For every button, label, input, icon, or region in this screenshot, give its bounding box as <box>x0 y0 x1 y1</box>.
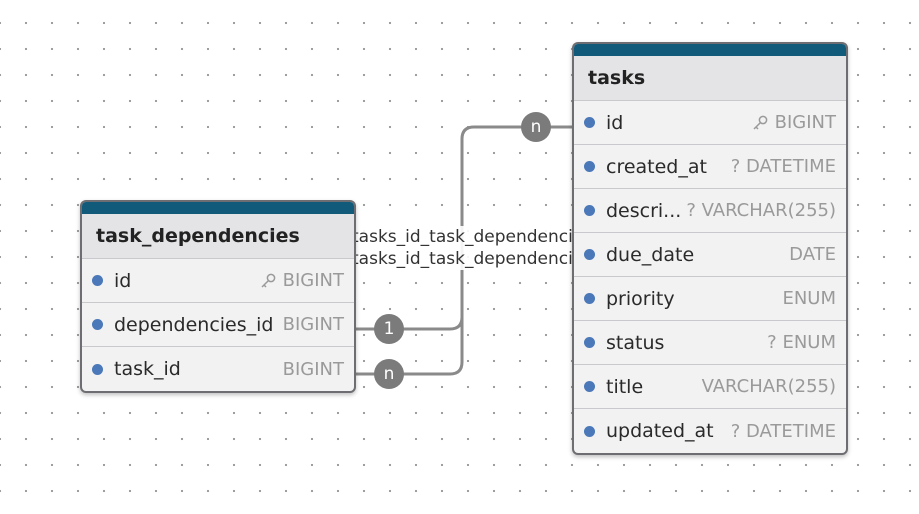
field-row[interactable]: descri...? VARCHAR(255) <box>574 189 846 233</box>
field-name: status <box>606 331 665 354</box>
field-name: task_id <box>114 358 181 380</box>
field-dot <box>584 249 595 260</box>
field-type: BIGINT <box>751 112 836 133</box>
field-type-text: VARCHAR(255) <box>701 376 836 397</box>
cardinality-badge-tasks: n <box>521 112 551 142</box>
field-type: VARCHAR(255) <box>702 376 836 397</box>
field-type: ? DATETIME <box>731 421 836 442</box>
field-dot <box>92 319 103 330</box>
field-dot <box>92 363 103 375</box>
field-name: priority <box>606 287 675 310</box>
field-row[interactable]: title VARCHAR(255) <box>574 365 846 409</box>
field-dot <box>92 275 103 286</box>
field-name: created_at <box>606 155 707 178</box>
field-type: ? DATETIME <box>731 156 836 177</box>
field-type-text: ? VARCHAR(255) <box>686 200 836 221</box>
table-title: task_dependencies <box>82 214 354 259</box>
field-name: updated_at <box>606 420 714 442</box>
field-row[interactable]: task_id BIGINT <box>82 347 354 391</box>
field-name: dependencies_id <box>114 313 274 336</box>
field-row[interactable]: due_date DATE <box>574 233 846 277</box>
field-name: descri... <box>606 199 682 222</box>
field-dot <box>584 337 595 348</box>
field-type: ? VARCHAR(255) <box>686 200 836 221</box>
field-type: ENUM <box>782 288 836 309</box>
field-type-text: ? ENUM <box>767 332 836 353</box>
table-header-bar <box>82 202 354 214</box>
field-dot <box>584 293 595 304</box>
field-type: BIGINT <box>283 359 344 380</box>
field-type-text: DATE <box>789 244 836 265</box>
field-name: title <box>606 375 644 398</box>
table-header-bar <box>574 44 846 56</box>
table-tasks[interactable]: tasks id BIGINT created_at ? DATETIME descri… <box>572 42 848 455</box>
field-name: id <box>606 111 624 134</box>
table-title: tasks <box>574 56 846 101</box>
field-name: due_date <box>606 243 695 266</box>
field-name: id <box>114 269 132 292</box>
cardinality-badge-task-id: n <box>374 359 404 389</box>
relation-label-task-id: tasks_id_task_dependencies_task_id <box>352 248 572 270</box>
field-type: ? ENUM <box>767 332 836 353</box>
field-type-text: BIGINT <box>282 358 344 380</box>
field-type: BIGINT <box>283 314 344 335</box>
field-dot <box>584 117 595 128</box>
field-row[interactable]: updated_at ? DATETIME <box>574 409 846 453</box>
field-dot <box>584 381 595 392</box>
field-dot <box>584 161 595 172</box>
field-row[interactable]: created_at ? DATETIME <box>574 145 846 189</box>
field-type: BIGINT <box>259 270 344 291</box>
field-row[interactable]: status ? ENUM <box>574 321 846 365</box>
field-dot <box>584 205 595 216</box>
field-row[interactable]: id BIGINT <box>82 259 354 303</box>
field-type-text: BIGINT <box>774 112 836 133</box>
cardinality-badge-dependencies: 1 <box>374 314 404 344</box>
field-type: DATE <box>789 244 836 265</box>
field-type-text: ? DATETIME <box>730 156 836 177</box>
field-dot <box>584 425 595 437</box>
field-type-text: BIGINT <box>282 314 344 335</box>
field-type-text: ENUM <box>782 288 836 309</box>
field-row[interactable]: dependencies_id BIGINT <box>82 303 354 347</box>
relation-line-task-id[interactable] <box>354 317 464 376</box>
key-icon <box>261 273 275 288</box>
field-type-text: ? DATETIME <box>730 420 836 442</box>
field-type-text: BIGINT <box>282 270 344 291</box>
field-row[interactable]: id BIGINT <box>574 101 846 145</box>
field-row[interactable]: priority ENUM <box>574 277 846 321</box>
relation-label-dependencies: tasks_id_task_dependencies_dependencies_… <box>352 226 572 248</box>
key-icon <box>753 115 767 130</box>
